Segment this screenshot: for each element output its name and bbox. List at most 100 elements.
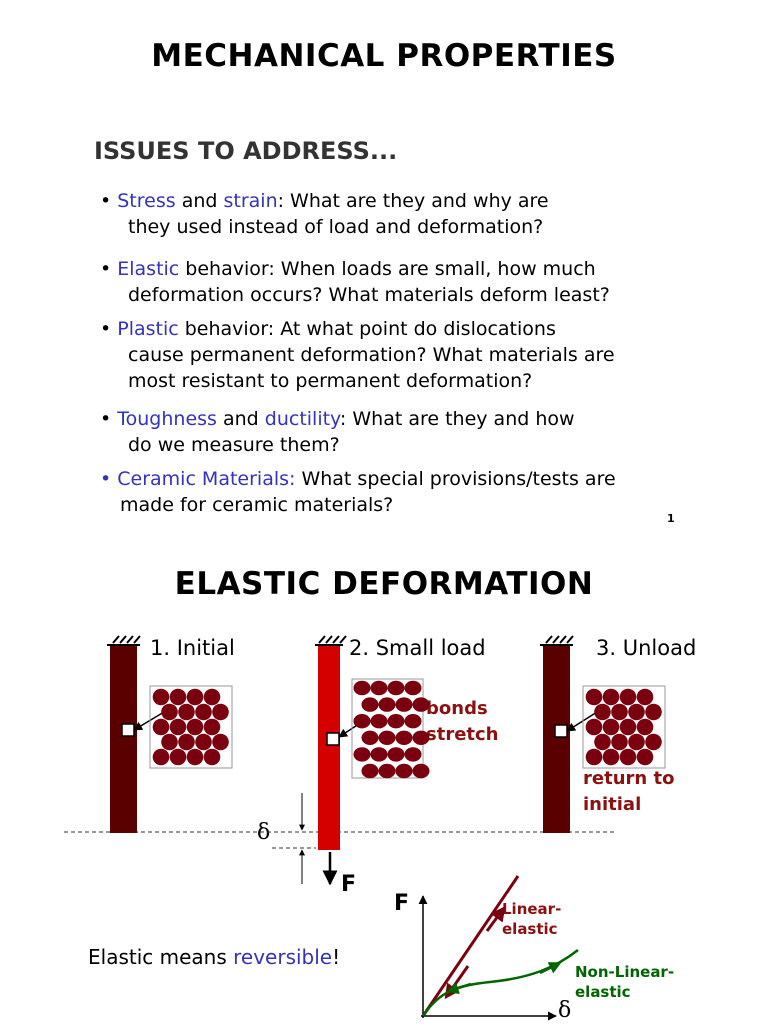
atom — [645, 703, 662, 721]
atom — [212, 733, 229, 751]
nonlinear-elastic-label: Non-Linear-elastic — [575, 963, 675, 1001]
bullet-5-line-2: made for ceramic materials? — [120, 494, 394, 516]
lattice-box-unload — [582, 685, 666, 769]
atom — [636, 718, 654, 736]
atom — [387, 747, 405, 762]
bullet-dot: • — [100, 318, 118, 340]
bullet-2-line-1: • Elastic behavior: When loads are small… — [100, 258, 596, 280]
atom — [602, 718, 620, 736]
atom-lattice-unload — [585, 688, 662, 766]
bullet-1-line-2: they used instead of load and deformatio… — [128, 216, 544, 238]
linear-load-arrow — [485, 905, 506, 932]
atom — [602, 748, 620, 766]
atom — [195, 703, 212, 721]
bullet-5-line-1: • Ceramic Materials: What special provis… — [100, 468, 616, 490]
lattice-box-initial — [149, 685, 233, 769]
nonlinear-load-arrow — [539, 962, 562, 975]
atom — [636, 748, 654, 766]
atom — [378, 697, 396, 712]
atom — [212, 703, 229, 721]
issues-heading: ISSUES TO ADDRESS... — [94, 137, 398, 165]
atom-lattice-stretched — [353, 680, 430, 779]
atom — [585, 718, 603, 736]
atom — [594, 733, 611, 751]
rod-small-load — [315, 635, 369, 886]
atom — [585, 748, 603, 766]
bullet-3-line-1: • Plastic behavior: At what point do dis… — [100, 318, 556, 340]
atom — [387, 714, 405, 729]
atom — [152, 718, 170, 736]
atom — [353, 680, 371, 696]
atom — [636, 688, 654, 706]
atom — [628, 703, 645, 721]
rod-initial — [107, 635, 165, 833]
atom — [169, 748, 187, 766]
force-deformation-graph — [418, 875, 579, 1021]
atom — [152, 688, 170, 706]
rod-unload — [540, 635, 598, 833]
rod-bar — [543, 645, 570, 833]
atom — [353, 714, 371, 729]
atom — [404, 714, 422, 729]
graph-x-axis-label: δ — [558, 998, 572, 1023]
atom-lattice-initial — [152, 688, 229, 766]
delta-dimension — [272, 793, 316, 884]
atom — [378, 730, 396, 745]
atom — [361, 697, 379, 712]
atom — [619, 718, 637, 736]
bullet-dot: • — [100, 190, 118, 212]
atom — [169, 718, 187, 736]
atom — [186, 688, 204, 706]
atom — [611, 733, 628, 751]
support-hatch — [112, 635, 141, 644]
bullet-4-line-1: • Toughness and ductility: What are they… — [100, 408, 575, 430]
atom — [404, 747, 422, 762]
atom — [395, 730, 413, 745]
atom — [361, 730, 379, 745]
bullet-dot: • — [100, 258, 118, 280]
atom — [412, 697, 430, 712]
atom — [628, 733, 645, 751]
atom — [619, 748, 637, 766]
inspection-square — [326, 732, 340, 746]
linear-elastic-line — [421, 875, 520, 1017]
atom — [645, 733, 662, 751]
atom — [161, 733, 178, 751]
slide2-title: ELASTIC DEFORMATION — [174, 566, 594, 602]
support-hatch — [545, 635, 574, 644]
atom — [412, 730, 430, 745]
rod-bar — [318, 645, 340, 850]
atom — [412, 763, 430, 779]
atom — [203, 718, 221, 736]
bullet-3-line-2: cause permanent deformation? What materi… — [128, 344, 615, 366]
atom — [203, 748, 221, 766]
atom — [370, 747, 388, 762]
zoom-arrow — [566, 711, 598, 732]
bullet-dot: • — [100, 468, 118, 490]
slide1-title: MECHANICAL PROPERTIES — [151, 38, 617, 74]
atom — [161, 703, 178, 721]
atom — [585, 688, 603, 706]
page-number: 1 — [667, 512, 675, 525]
atom — [178, 733, 195, 751]
stage-label-unload: 3. Unload — [596, 636, 697, 660]
atom — [395, 697, 413, 712]
bullet-4-line-2: do we measure them? — [128, 434, 340, 456]
graph-y-axis-label: F — [394, 891, 410, 916]
stage-label-initial: 1. Initial — [150, 636, 235, 660]
stage-label-small-load: 2. Small load — [349, 636, 486, 660]
atom — [178, 703, 195, 721]
atom — [195, 733, 212, 751]
atom — [395, 763, 413, 779]
elastic-means-text: Elastic means reversible! — [88, 945, 341, 969]
atom — [619, 688, 637, 706]
bullet-2-line-2: deformation occurs? What materials defor… — [128, 284, 610, 306]
inspection-square — [121, 723, 135, 737]
atom — [387, 680, 405, 696]
zoom-arrow — [133, 711, 165, 731]
force-label: F — [341, 872, 357, 897]
atom — [152, 748, 170, 766]
